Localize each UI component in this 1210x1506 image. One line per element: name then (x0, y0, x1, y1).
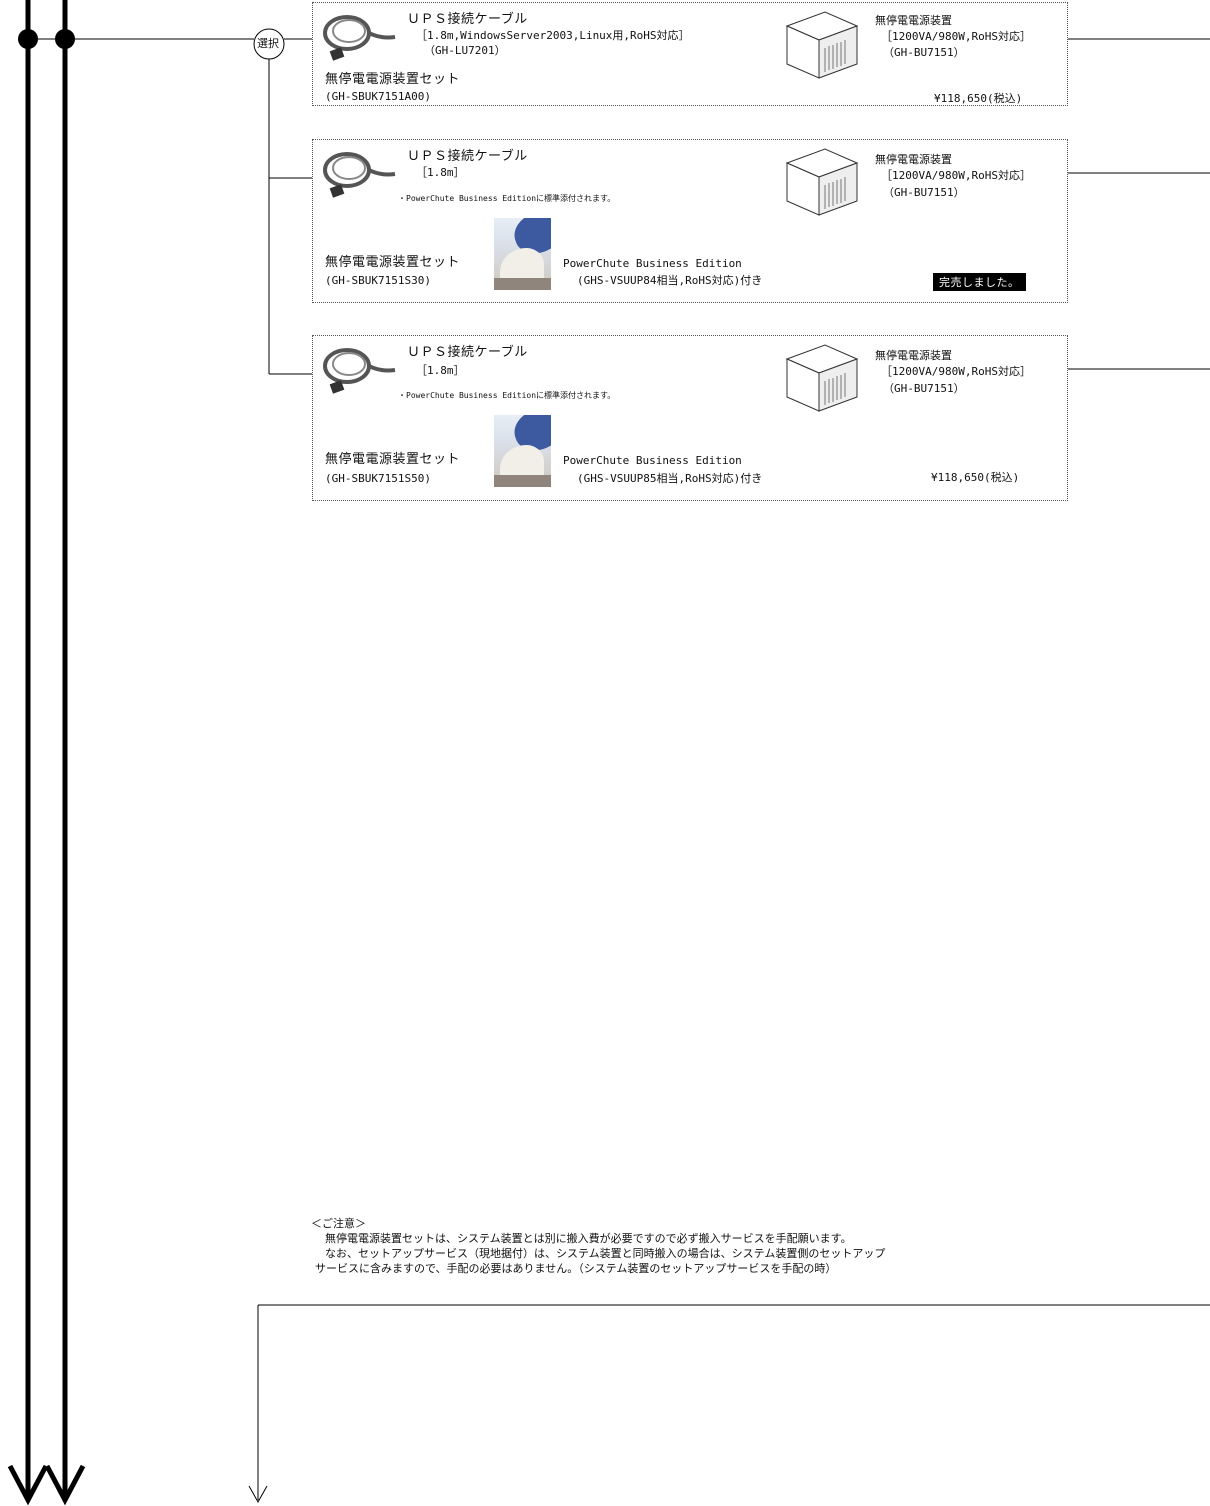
ups-spec: ［1200VA/980W,RoHS対応］ (881, 30, 1031, 43)
ups-spec: ［1200VA/980W,RoHS対応］ (881, 365, 1031, 378)
notice-line-3: サービスに含みますので、手配の必要はありません。（システム装置のセットアップサー… (311, 1261, 885, 1276)
product-option-box[interactable]: ＵＰＳ接続ケーブル ［1.8m］ ・PowerChute Business Ed… (312, 335, 1068, 501)
cable-title: ＵＰＳ接続ケーブル (407, 12, 528, 27)
software-package-icon (494, 218, 551, 290)
sold-out-badge: 完売しました。 (933, 273, 1026, 291)
price: ¥118,650(税込) (934, 92, 1022, 105)
cable-icon (319, 7, 397, 65)
notice-line-2: なお、セットアップサービス（現地据付）は、システム装置と同時搬入の場合は、システ… (311, 1246, 885, 1261)
ups-model: （GH-BU7151） (883, 46, 965, 59)
set-code: (GH-SBUK7151S50) (325, 472, 431, 485)
ups-model: （GH-BU7151） (883, 186, 965, 199)
set-name: 無停電電源装置セット (325, 255, 460, 270)
product-option-box[interactable]: ＵＰＳ接続ケーブル ［1.8m,WindowsServer2003,Linux用… (312, 2, 1068, 106)
software-package-icon (494, 415, 551, 487)
cable-icon (319, 340, 397, 398)
cable-model: （GH-LU7201） (424, 44, 506, 57)
cable-title: ＵＰＳ接続ケーブル (407, 149, 528, 164)
software-spec: (GHS-VSUUP85相当,RoHS対応)付き (577, 472, 762, 485)
cable-spec: ［1.8m］ (416, 166, 465, 179)
notice-block: ＜ご注意＞ 無停電電源装置セットは、システム装置とは別に搬入費が必要ですので必ず… (311, 1216, 885, 1276)
set-name: 無停電電源装置セット (325, 452, 460, 467)
software-name: PowerChute Business Edition (563, 257, 742, 270)
ups-title: 無停電電源装置 (875, 153, 952, 166)
ups-device-icon (781, 8, 859, 80)
software-name: PowerChute Business Edition (563, 454, 742, 467)
ups-spec: ［1200VA/980W,RoHS対応］ (881, 169, 1031, 182)
ups-title: 無停電電源装置 (875, 349, 952, 362)
set-code: (GH-SBUK7151A00) (325, 90, 431, 103)
ups-model: （GH-BU7151） (883, 382, 965, 395)
cable-note: ・PowerChute Business Editionに標準添付されます。 (398, 194, 615, 204)
cable-note: ・PowerChute Business Editionに標準添付されます。 (398, 391, 615, 401)
notice-line-1: 無停電電源装置セットは、システム装置とは別に搬入費が必要ですので必ず搬入サービス… (311, 1231, 885, 1246)
cable-spec: ［1.8m,WindowsServer2003,Linux用,RoHS対応］ (416, 29, 690, 42)
ups-device-icon (781, 341, 859, 413)
price: ¥118,650(税込) (931, 471, 1019, 484)
ups-device-icon (781, 145, 859, 217)
cable-spec: ［1.8m］ (416, 364, 465, 377)
software-spec: (GHS-VSUUP84相当,RoHS対応)付き (577, 274, 762, 287)
select-label: 選択 (257, 37, 279, 50)
set-code: (GH-SBUK7151S30) (325, 274, 431, 287)
notice-heading: ＜ご注意＞ (311, 1216, 885, 1231)
product-option-box[interactable]: ＵＰＳ接続ケーブル ［1.8m］ ・PowerChute Business Ed… (312, 139, 1068, 303)
cable-title: ＵＰＳ接続ケーブル (407, 345, 528, 360)
set-name: 無停電電源装置セット (325, 72, 460, 87)
cable-icon (319, 144, 397, 202)
ups-title: 無停電電源装置 (875, 14, 952, 27)
